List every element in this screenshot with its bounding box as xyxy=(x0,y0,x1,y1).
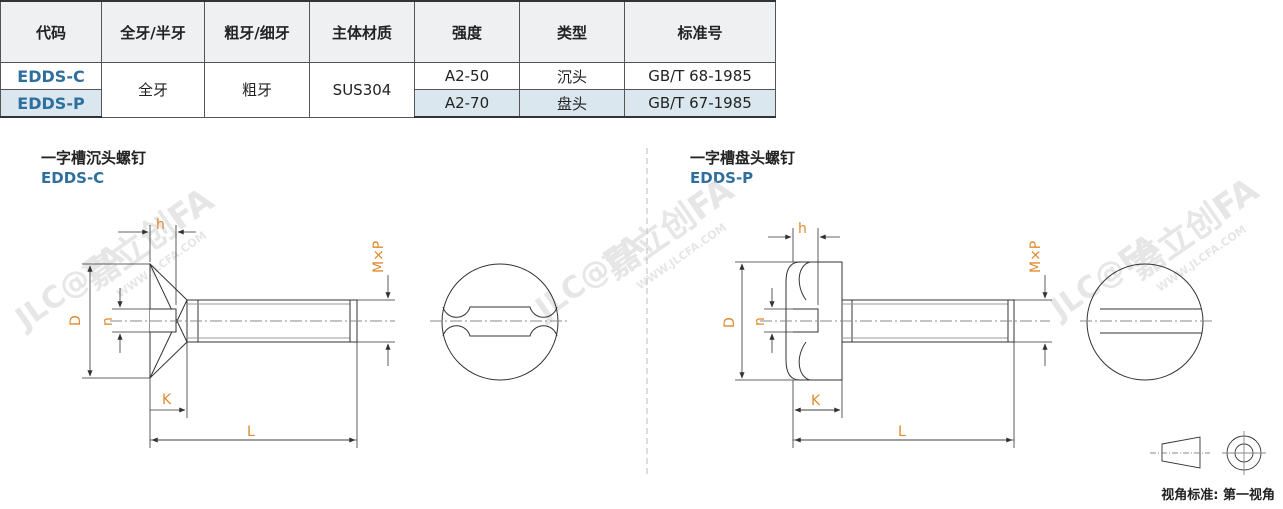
table-row: EDDS-C 全牙 粗牙 SUS304 A2-50 沉头 GB/T 68-198… xyxy=(0,62,776,118)
pan-head-end-view xyxy=(1080,263,1215,381)
cell-code: EDDS-P xyxy=(0,89,102,118)
dim-n-label: n xyxy=(100,317,116,326)
dim-k-label: K xyxy=(811,393,821,409)
countersunk-end-view xyxy=(430,263,570,381)
dim-h-label: h xyxy=(798,221,807,237)
dim-mp-label: M×P xyxy=(371,241,387,273)
dim-l-label: L xyxy=(898,424,906,440)
left-view-code: EDDS-C xyxy=(41,169,105,187)
spec-table: 代码 全牙/半牙 粗牙/细牙 主体材质 强度 类型 标准号 EDDS-C 全牙 … xyxy=(0,0,776,118)
watermark: JLC@FA 嘉立创FA WWW.JLCFA.COM JLC@FA 嘉立创FA … xyxy=(8,170,1267,338)
dim-d-label: D xyxy=(68,315,84,326)
cell-strength: A2-70 xyxy=(414,89,520,118)
header-standard: 标准号 xyxy=(624,0,776,63)
dim-k-label: K xyxy=(162,392,172,408)
header-strength: 强度 xyxy=(414,0,520,63)
right-view-code: EDDS-P xyxy=(690,169,754,187)
header-thread-pitch: 粗牙/细牙 xyxy=(204,0,310,63)
cell-code: EDDS-C xyxy=(0,62,102,90)
header-code: 代码 xyxy=(0,0,102,63)
cell-material: SUS304 xyxy=(309,62,415,118)
pan-head-dimensions xyxy=(735,228,1052,448)
cell-standard: GB/T 68-1985 xyxy=(624,62,776,90)
header-material: 主体材质 xyxy=(309,0,415,63)
left-view-title: 一字槽沉头螺钉 xyxy=(41,149,147,167)
cell-thread-length: 全牙 xyxy=(101,62,205,118)
dim-mp-label: M×P xyxy=(1028,241,1044,273)
table-row: EDDS-P A2-70 盘头 GB/T 67-1985 xyxy=(0,89,776,118)
countersunk-screw-side-view xyxy=(110,262,395,380)
table-header-row: 代码 全牙/半牙 粗牙/细牙 主体材质 强度 类型 标准号 xyxy=(0,0,776,63)
dim-d-label: D xyxy=(722,317,738,328)
dim-l-label: L xyxy=(247,424,255,440)
cell-type: 沉头 xyxy=(519,62,625,90)
dim-h-label: h xyxy=(156,217,165,233)
projection-standard-label: 视角标准: 第一视角 xyxy=(1161,488,1275,503)
pan-head-screw-side-view xyxy=(760,261,1050,381)
projection-symbol xyxy=(1150,431,1266,475)
cell-type: 盘头 xyxy=(519,89,625,118)
header-type: 类型 xyxy=(519,0,625,63)
cell-standard: GB/T 67-1985 xyxy=(624,89,776,118)
cell-strength: A2-50 xyxy=(414,62,520,90)
countersunk-dimensions xyxy=(82,225,395,448)
dim-n-label: n xyxy=(752,317,768,326)
right-view-title: 一字槽盘头螺钉 xyxy=(690,149,796,167)
cell-thread-pitch: 粗牙 xyxy=(204,62,310,118)
